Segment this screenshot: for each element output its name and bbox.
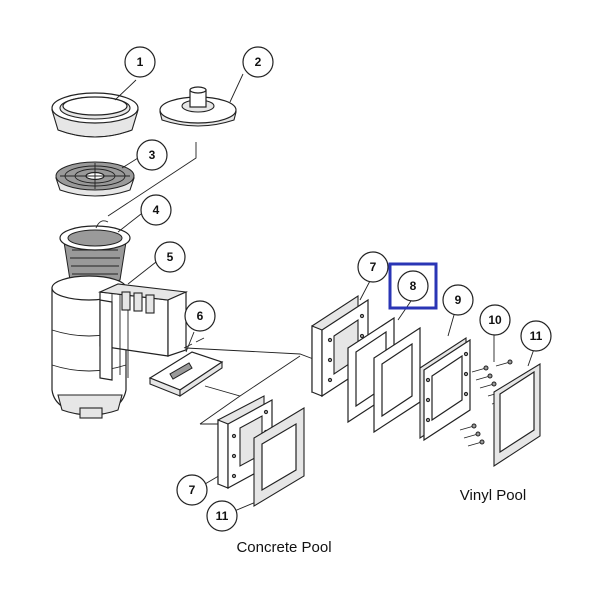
- callout-11-vinyl: 11: [520, 320, 552, 352]
- callout-8: 8: [388, 262, 438, 310]
- strainer-plate: [55, 161, 135, 197]
- callout-label-1: 1: [137, 55, 144, 69]
- callout-label-8: 8: [410, 279, 417, 293]
- callout-10: 10: [479, 304, 511, 336]
- callout-4: 4: [140, 194, 172, 226]
- callout-label-10: 10: [488, 313, 502, 327]
- caption-vinyl-pool: Vinyl Pool: [460, 487, 526, 504]
- callout-label-11-concrete: 11: [216, 509, 229, 523]
- callout-label-6: 6: [197, 309, 204, 323]
- callout-7-vinyl: 7: [357, 251, 389, 283]
- skimmer-body: [51, 275, 189, 419]
- concrete-face-plate-cover: [253, 407, 305, 507]
- callout-label-9: 9: [455, 293, 462, 307]
- vinyl-clamp-frame: [419, 336, 471, 442]
- vinyl-gasket: [347, 316, 421, 434]
- caption-concrete-pool: Concrete Pool: [236, 539, 331, 556]
- callout-11-concrete: 11: [206, 500, 238, 532]
- callout-6: 6: [184, 300, 216, 332]
- callout-7-concrete: 7: [176, 474, 208, 506]
- weir-door: [148, 337, 224, 398]
- skimmer-lid: [51, 92, 139, 138]
- callout-3: 3: [136, 139, 168, 171]
- callout-2: 2: [242, 46, 274, 78]
- callout-label-7-vinyl: 7: [370, 260, 377, 274]
- callout-5: 5: [154, 241, 186, 273]
- callout-1: 1: [124, 46, 156, 78]
- callout-9: 9: [442, 284, 474, 316]
- callout-label-2: 2: [255, 55, 262, 69]
- callout-label-3: 3: [149, 148, 156, 162]
- callout-label-5: 5: [167, 250, 174, 264]
- callout-label-7-concrete: 7: [189, 483, 196, 497]
- callout-label-4: 4: [153, 203, 160, 217]
- highlight-box: [388, 262, 438, 310]
- vinyl-screws: [459, 359, 513, 447]
- vinyl-face-plate-cover: [493, 363, 541, 468]
- skimmer-basket: [59, 220, 131, 286]
- float-valve: [159, 86, 237, 127]
- callout-label-11-vinyl: 11: [530, 329, 543, 343]
